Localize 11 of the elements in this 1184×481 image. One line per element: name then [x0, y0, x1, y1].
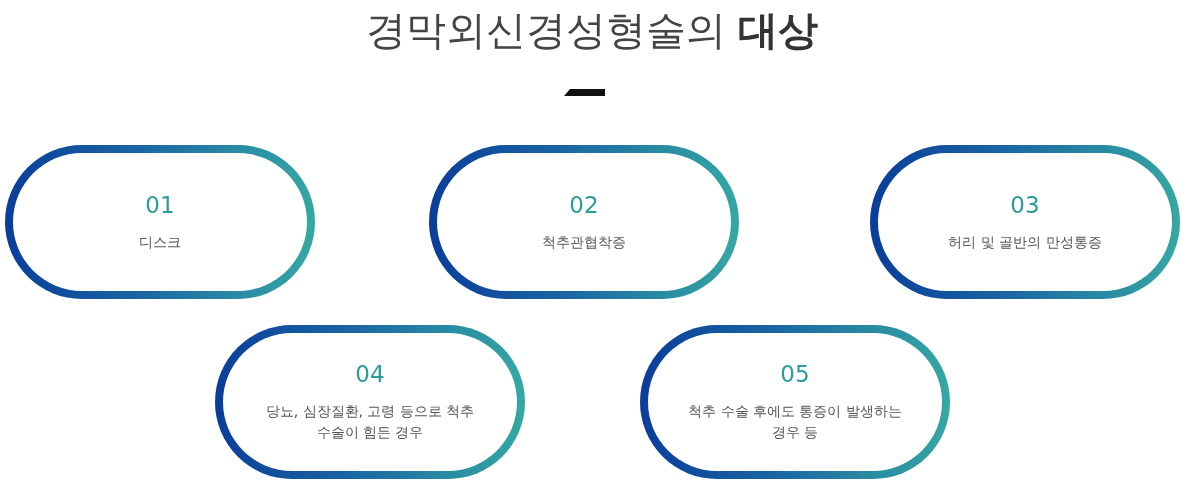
title: 경막외신경성형술의 대상 [364, 6, 820, 55]
item-number: 02 [569, 191, 599, 218]
item-text: 척추관협착증 [541, 232, 627, 252]
item-number: 05 [780, 361, 810, 387]
item-number: 04 [355, 361, 385, 387]
item-text: 당뇨, 심장질환, 고령 등으로 척추수술이 힘든 경우 [264, 402, 476, 442]
item-text: 허리 및 골반의 만성통증 [947, 232, 1103, 252]
item-number: 03 [1010, 191, 1040, 218]
item-text: 디스크 [138, 232, 182, 252]
item-text: 척추 수술 후에도 통증이 발생하는 경우 등 [687, 402, 903, 442]
item-number: 01 [145, 191, 175, 218]
